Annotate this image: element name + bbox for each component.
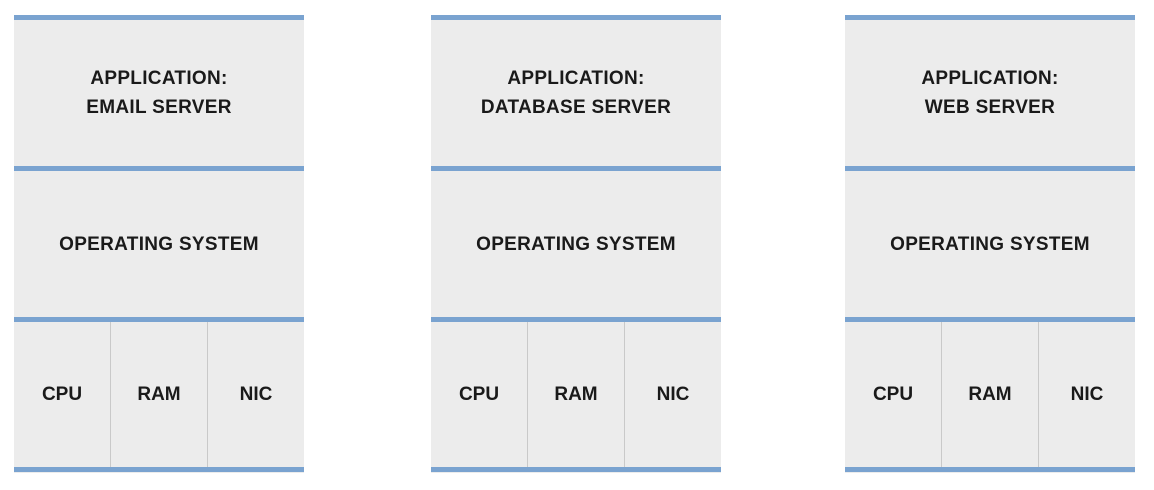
application-name: DATABASE SERVER bbox=[480, 97, 672, 118]
layer-separator bbox=[431, 15, 721, 20]
application-name: WEB SERVER bbox=[924, 97, 1056, 118]
server-stack-web: APPLICATION: WEB SERVER OPERATING SYSTEM… bbox=[845, 15, 1135, 473]
layer-separator bbox=[14, 15, 304, 20]
hardware-cpu: CPU bbox=[845, 322, 942, 467]
server-stack-email: APPLICATION: EMAIL SERVER OPERATING SYST… bbox=[14, 15, 304, 473]
layer-separator bbox=[431, 317, 721, 322]
application-layer: APPLICATION: WEB SERVER bbox=[845, 20, 1135, 166]
os-label: OPERATING SYSTEM bbox=[59, 233, 259, 255]
layer-separator bbox=[845, 467, 1135, 472]
application-label: APPLICATION: bbox=[90, 68, 228, 89]
os-layer: OPERATING SYSTEM bbox=[845, 171, 1135, 317]
hardware-layer: CPU RAM NIC bbox=[845, 322, 1135, 467]
hardware-cpu: CPU bbox=[431, 322, 528, 467]
hardware-layer: CPU RAM NIC bbox=[14, 322, 304, 467]
hardware-nic: NIC bbox=[1070, 383, 1104, 405]
server-stack-database: APPLICATION: DATABASE SERVER OPERATING S… bbox=[431, 15, 721, 473]
layer-separator bbox=[845, 166, 1135, 171]
application-name: EMAIL SERVER bbox=[86, 97, 232, 118]
layer-separator bbox=[431, 467, 721, 472]
hardware-layer: CPU RAM NIC bbox=[431, 322, 721, 467]
os-layer: OPERATING SYSTEM bbox=[14, 171, 304, 317]
application-layer: APPLICATION: DATABASE SERVER bbox=[431, 20, 721, 166]
layer-separator bbox=[14, 166, 304, 171]
hardware-ram: RAM bbox=[111, 322, 208, 467]
os-label: OPERATING SYSTEM bbox=[890, 233, 1090, 255]
layer-separator bbox=[845, 15, 1135, 20]
layer-separator bbox=[845, 317, 1135, 322]
layer-separator bbox=[431, 166, 721, 171]
application-label: APPLICATION: bbox=[507, 68, 645, 89]
hardware-ram: RAM bbox=[528, 322, 625, 467]
layer-separator bbox=[14, 467, 304, 472]
layer-separator bbox=[14, 317, 304, 322]
hardware-ram: RAM bbox=[942, 322, 1039, 467]
hardware-cpu: CPU bbox=[14, 322, 111, 467]
os-label: OPERATING SYSTEM bbox=[476, 233, 676, 255]
application-label: APPLICATION: bbox=[921, 68, 1059, 89]
hardware-nic: NIC bbox=[656, 383, 690, 405]
hardware-nic: NIC bbox=[239, 383, 273, 405]
application-layer: APPLICATION: EMAIL SERVER bbox=[14, 20, 304, 166]
os-layer: OPERATING SYSTEM bbox=[431, 171, 721, 317]
